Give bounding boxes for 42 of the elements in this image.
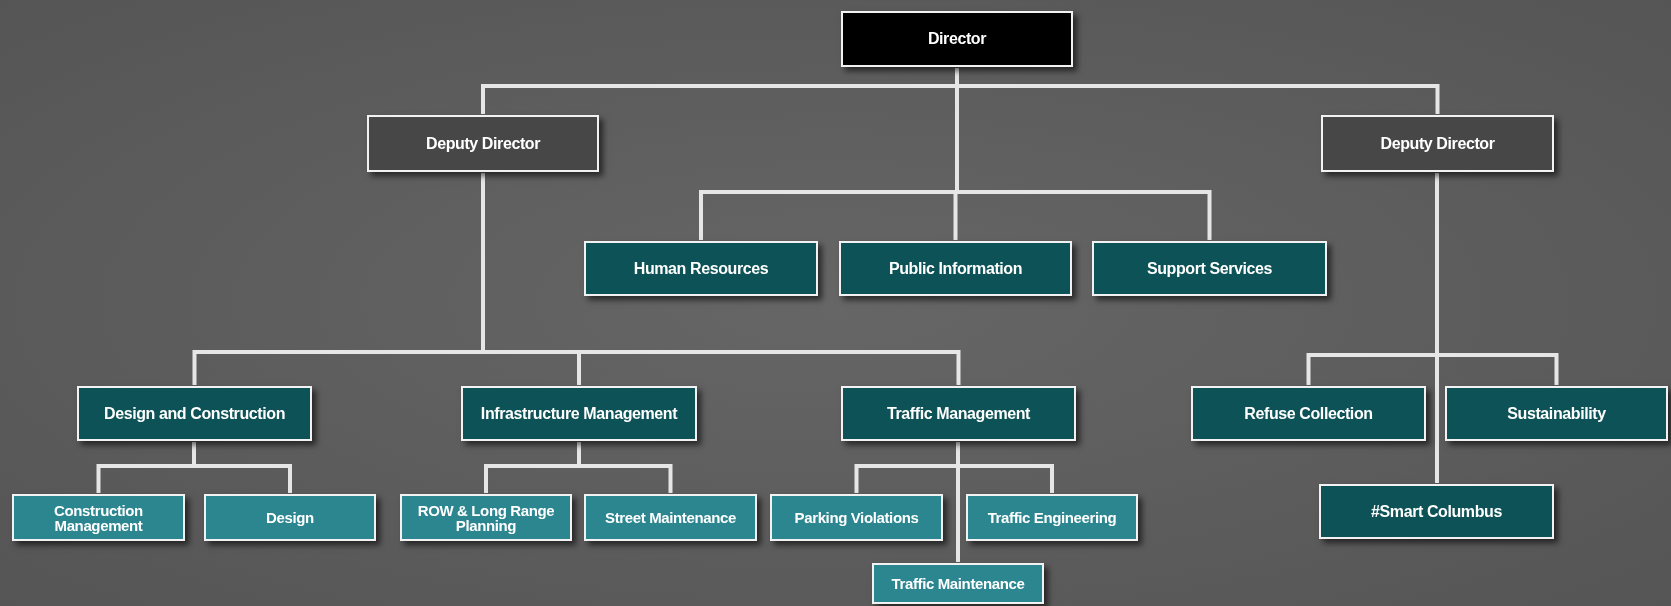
org-box [841, 11, 1073, 67]
org-box [461, 386, 697, 441]
connector-line [192, 442, 292, 493]
org-box [584, 494, 757, 541]
role-label: Refuse Collection [1244, 405, 1373, 422]
org-box [872, 563, 1044, 604]
org-box [584, 241, 818, 296]
role-label: Deputy Director [426, 135, 540, 152]
org-box [77, 386, 312, 441]
role-label: Traffic Maintenance [891, 576, 1025, 591]
role-label: Design and Construction [104, 405, 285, 422]
org-box [12, 494, 185, 541]
connector-line [1435, 173, 1439, 483]
org-box [367, 115, 599, 172]
role-label: ROW & Long Range Planning [416, 502, 556, 533]
role-label: Traffic Management [886, 405, 1031, 422]
org-box [1319, 484, 1554, 539]
role-label: Support Services [1146, 260, 1273, 277]
role-label: Traffic Engineering [987, 510, 1117, 525]
role-label: Construction Management [53, 502, 144, 533]
org-box [966, 494, 1138, 541]
org-box [1191, 386, 1426, 441]
org-box [839, 241, 1072, 296]
role-label: Public Information [888, 260, 1023, 277]
role-label: Infrastructure Management [480, 405, 678, 422]
org-box [204, 494, 376, 541]
connector-line [956, 442, 960, 562]
org-box [1321, 115, 1554, 172]
role-label: Street Maintenance [605, 510, 736, 525]
org-box [1092, 241, 1327, 296]
role-label: #Smart Columbus [1371, 503, 1502, 520]
role-label: Sustainability [1507, 405, 1606, 422]
connector-line [577, 442, 673, 493]
role-label: Parking Violations [794, 510, 919, 525]
role-label: Director [927, 31, 987, 47]
org-box [1445, 386, 1668, 441]
role-label: Human Resources [633, 260, 769, 277]
org-box [770, 494, 943, 541]
role-label: Design [266, 510, 314, 525]
org-box [841, 386, 1076, 441]
org-box [400, 494, 572, 541]
role-label: Deputy Director [1380, 135, 1495, 152]
